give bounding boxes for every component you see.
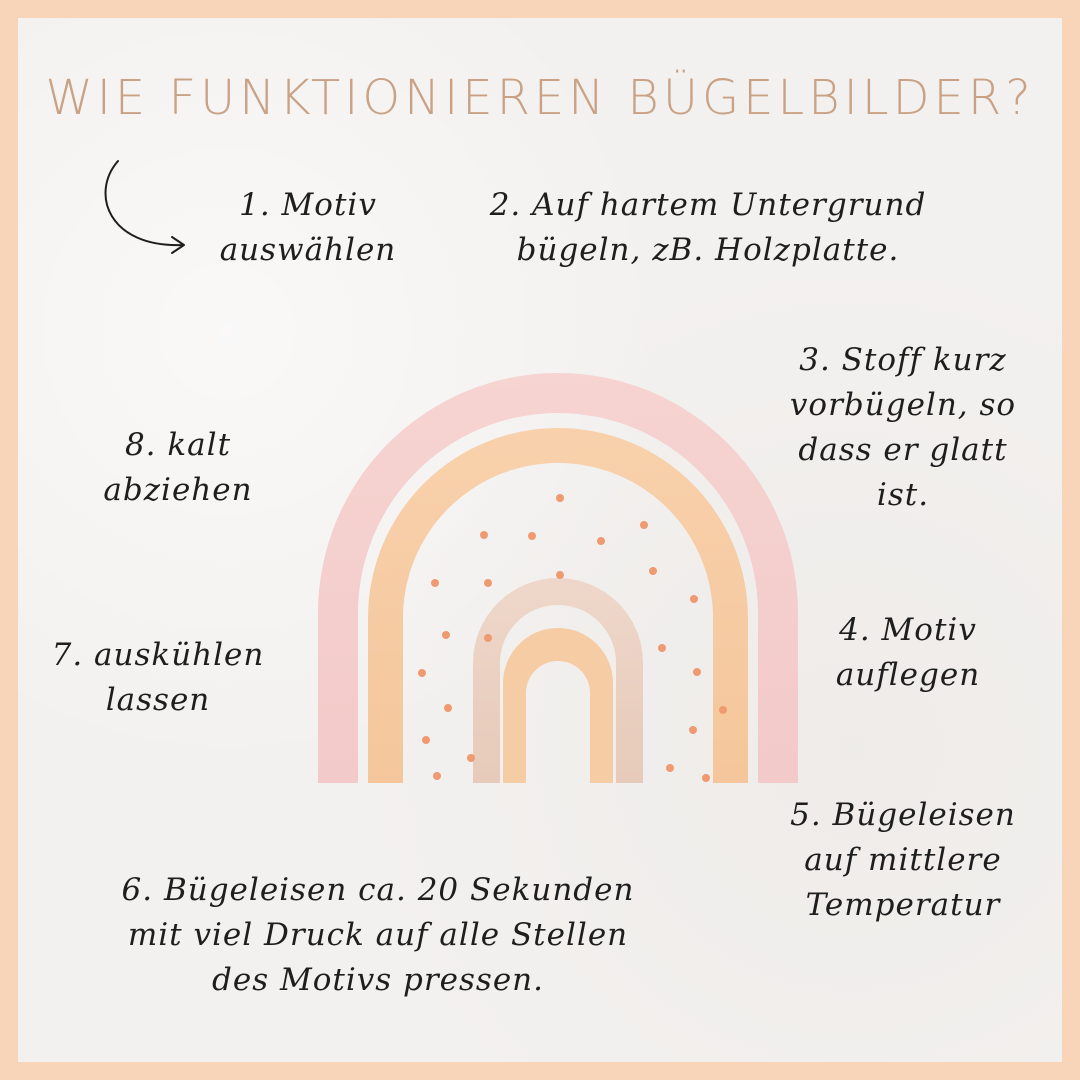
step-5-text: 5. Bügeleisen auf mittlere Temperatur: [790, 797, 1016, 923]
infographic-card: Wie funktionieren Bügelbilder? 1. Motiv …: [18, 18, 1062, 1062]
rainbow-dots: [418, 494, 727, 782]
step-2-text: 2. Auf hartem Untergrund bügeln, zB. Hol…: [489, 187, 927, 268]
page-title: Wie funktionieren Bügelbilder?: [45, 70, 1035, 126]
step-6-text: 6. Bügeleisen ca. 20 Sekunden mit viel D…: [121, 872, 635, 998]
step-8-text: 8. kalt abziehen: [103, 427, 253, 508]
step-3-text: 3. Stoff kurz vorbügeln, so dass er glat…: [789, 342, 1017, 513]
paper-texture: [18, 18, 1062, 1062]
step-7-text: 7. auskühlen lassen: [51, 637, 265, 718]
rainbow-illustration: [318, 373, 798, 783]
rainbow-inner-band: [473, 578, 643, 783]
rainbow-core-band: [503, 628, 613, 783]
step-1-text: 1. Motiv auswählen: [219, 187, 397, 268]
curved-arrow-icon: [104, 160, 185, 254]
step-4-text: 4. Motiv auflegen: [835, 612, 981, 693]
